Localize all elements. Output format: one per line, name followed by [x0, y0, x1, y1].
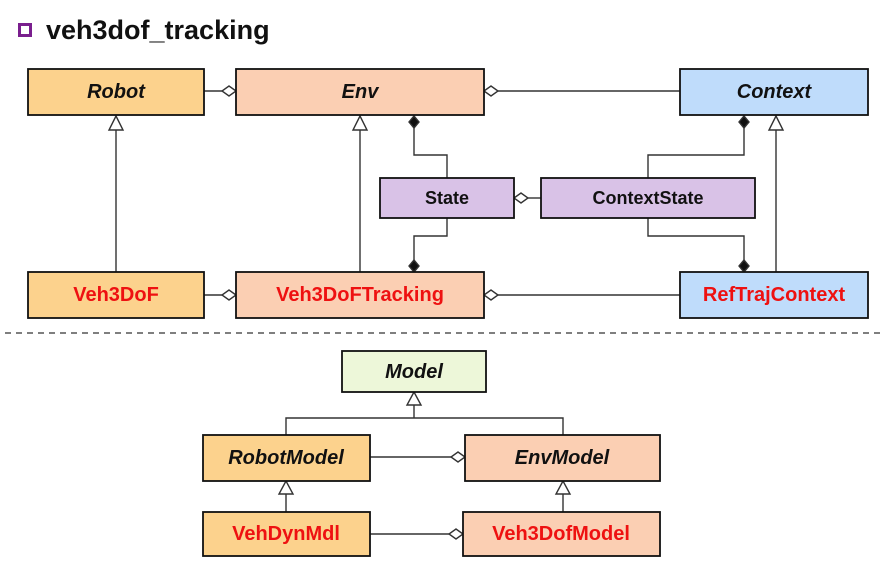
comp-diamond-context-cs — [738, 114, 750, 130]
label-robot: Robot — [87, 81, 146, 103]
square-bullet-icon — [18, 23, 32, 37]
class-boxes — [27, 68, 869, 557]
agg-diamond-state-cs — [512, 192, 530, 204]
box-context — [679, 68, 869, 116]
box-veh-dyn-mdl — [202, 511, 371, 557]
label-veh-dyn-mdl: VehDynMdl — [232, 523, 340, 545]
label-env: Env — [342, 81, 381, 103]
connectors — [5, 85, 883, 540]
inherit-arrow-model — [405, 390, 423, 406]
agg-diamond-veh3dof-tracking — [220, 289, 238, 301]
class-labels: Robot Env Context State ContextState Veh… — [73, 81, 845, 545]
inherit-arrow-envmodel — [554, 479, 572, 495]
edge-context-contextstate — [647, 128, 745, 178]
agg-diamond-rm-em — [449, 451, 467, 463]
box-veh3dof — [27, 271, 205, 319]
box-veh3dof-model — [462, 511, 661, 557]
inherit-arrow-context — [767, 114, 785, 131]
label-model: Model — [385, 361, 443, 383]
box-state — [379, 177, 515, 219]
label-context: Context — [737, 81, 813, 103]
edge-state-tracking — [413, 218, 448, 260]
diagram-title: veh3dof_tracking — [46, 14, 270, 45]
agg-diamond-robot-env — [220, 85, 238, 97]
inherit-arrow-robot — [107, 114, 125, 131]
label-state: State — [425, 188, 469, 208]
inherit-arrow-env — [351, 114, 369, 131]
edge-cs-reftraj — [647, 218, 745, 260]
box-robot — [27, 68, 205, 116]
label-env-model: EnvModel — [515, 447, 610, 469]
edge-models-to-model — [285, 417, 564, 435]
agg-diamond-env-context — [482, 85, 500, 97]
box-robot-model — [202, 434, 371, 482]
label-context-state: ContextState — [592, 188, 703, 208]
label-ref-traj-context: RefTrajContext — [703, 284, 846, 306]
box-model — [341, 350, 487, 393]
box-env — [235, 68, 485, 116]
comp-diamond-env-state — [408, 114, 420, 130]
agg-diamond-vd-v3m — [447, 528, 465, 540]
label-veh3dof-model: Veh3DofModel — [492, 523, 630, 545]
comp-diamond-cs-reftraj — [738, 258, 750, 274]
box-veh3dof-tracking — [235, 271, 485, 319]
label-veh3dof-tracking: Veh3DoFTracking — [276, 284, 444, 306]
label-veh3dof: Veh3DoF — [73, 284, 159, 306]
label-robot-model: RobotModel — [228, 447, 344, 469]
agg-diamond-tracking-reftraj — [482, 289, 500, 301]
box-env-model — [464, 434, 661, 482]
edge-env-state — [413, 128, 448, 178]
inherit-arrow-robotmodel — [277, 479, 295, 495]
box-context-state — [540, 177, 756, 219]
diagram-title-bar: veh3dof_tracking — [18, 12, 270, 48]
comp-diamond-state-tracking — [408, 258, 420, 274]
box-ref-traj-context — [679, 271, 869, 319]
